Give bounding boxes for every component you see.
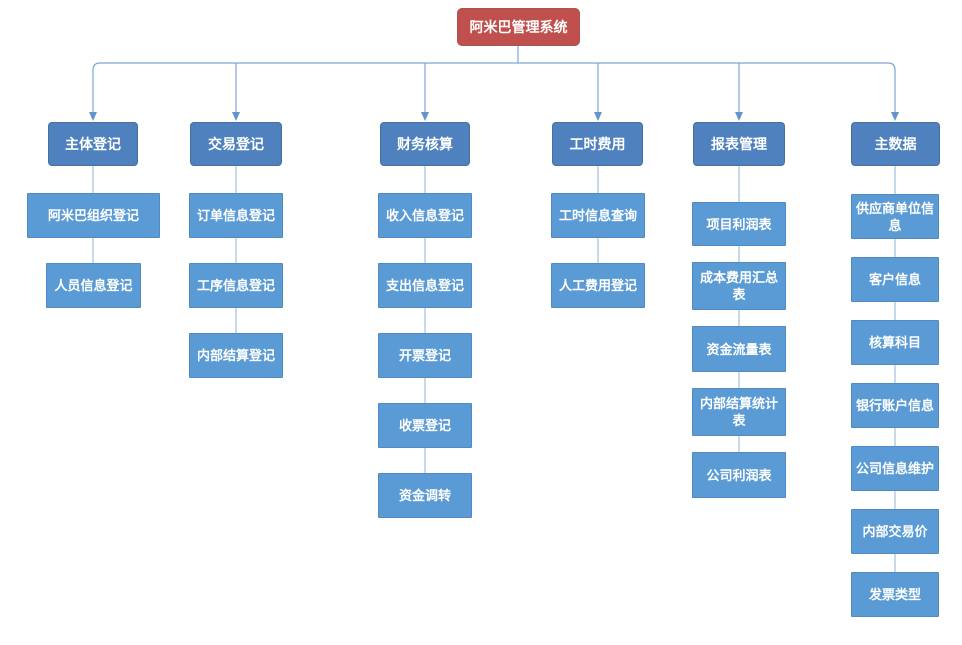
node-order-info-registration: 订单信息登记 [189, 193, 283, 238]
node-internal-settlement-stats-report: 内部结算统计表 [692, 388, 786, 436]
branch-financial-accounting: 财务核算 [380, 122, 470, 166]
node-internal-settlement-registration: 内部结算登记 [189, 333, 283, 378]
node-invoice-type: 发票类型 [851, 572, 939, 617]
branch-labor-hour-cost: 工时费用 [552, 122, 643, 166]
node-income-info-registration: 收入信息登记 [378, 193, 472, 238]
node-accounting-subjects: 核算科目 [851, 320, 939, 365]
node-process-info-registration: 工序信息登记 [189, 263, 283, 308]
arrow-down-icon [735, 112, 743, 121]
arrow-down-icon [89, 112, 97, 121]
arrowheads [89, 112, 899, 121]
node-personnel-info-registration: 人员信息登记 [46, 263, 141, 308]
root-branch-connectors [92, 46, 896, 113]
node-fund-flow-report: 资金流量表 [692, 326, 786, 372]
node-amoeba-org-registration: 阿米巴组织登记 [27, 193, 160, 238]
branch-subject-registration: 主体登记 [48, 122, 138, 166]
node-company-info-maintenance: 公司信息维护 [851, 446, 939, 491]
node-supplier-unit-info: 供应商单位信息 [851, 194, 939, 239]
node-cost-expense-summary-report: 成本费用汇总表 [692, 262, 786, 310]
branch-transaction-registration: 交易登记 [190, 122, 282, 166]
connector-main-rail [92, 62, 896, 113]
node-project-profit-report: 项目利润表 [692, 202, 786, 246]
node-receipt-registration: 收票登记 [378, 403, 472, 448]
node-expense-info-registration: 支出信息登记 [378, 263, 472, 308]
node-fund-transfer: 资金调转 [378, 473, 472, 518]
node-customer-info: 客户信息 [851, 257, 939, 302]
node-invoicing-registration: 开票登记 [378, 333, 472, 378]
arrow-down-icon [232, 112, 240, 121]
node-internal-transfer-price: 内部交易价 [851, 509, 939, 554]
arrow-down-icon [891, 112, 899, 121]
node-labor-cost-registration: 人工费用登记 [551, 263, 645, 308]
branch-master-data: 主数据 [851, 122, 940, 166]
root-node-amoeba-management-system: 阿米巴管理系统 [457, 8, 580, 46]
node-bank-account-info: 银行账户信息 [851, 383, 939, 428]
node-labor-hour-info-query: 工时信息查询 [551, 193, 645, 238]
arrow-down-icon [421, 112, 429, 121]
node-company-profit-report: 公司利润表 [692, 452, 786, 498]
arrow-down-icon [594, 112, 602, 121]
branch-report-management: 报表管理 [693, 122, 785, 166]
